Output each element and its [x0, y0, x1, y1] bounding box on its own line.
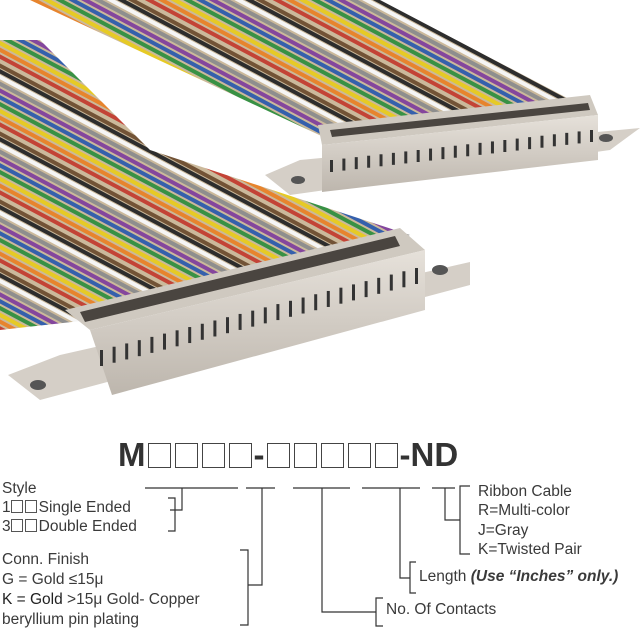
connector-slot: [188, 327, 192, 344]
connector-slot: [552, 134, 556, 147]
connector-slot: [391, 152, 395, 165]
connector-slot: [416, 150, 420, 162]
connector-slot: [352, 284, 355, 301]
connector-slot: [367, 155, 371, 168]
connector-slot: [404, 151, 408, 164]
connector-slot: [276, 304, 280, 321]
length-label: Length (Use “Inches” only.): [419, 568, 619, 585]
cable-option-r: R=Multi-color: [478, 502, 570, 519]
connector-slot: [377, 277, 381, 294]
connector-slot: [342, 158, 346, 171]
connector-slot: [490, 141, 494, 154]
connector-upper: [265, 95, 640, 195]
cable-heading: Ribbon Cable: [478, 483, 572, 500]
connector-slot: [466, 144, 470, 157]
connector-slot: [364, 281, 368, 298]
connector-slot: [590, 130, 593, 142]
connector-slot: [339, 287, 343, 304]
connector-slot: [301, 297, 305, 314]
finish-option-g: G = Gold ≤15μ: [2, 571, 104, 588]
connector-slot: [478, 142, 482, 155]
cable-option-j: J=Gray: [478, 522, 529, 539]
connector-slot: [150, 336, 154, 353]
connector-slot: [326, 290, 330, 307]
connector-slot: [515, 138, 519, 151]
connector-slot: [415, 268, 418, 284]
connector-slot: [213, 320, 217, 337]
connector-slot: [354, 157, 358, 170]
connector-slot: [528, 137, 532, 150]
diagram-leader-lines: [145, 485, 470, 627]
connector-slot: [503, 140, 507, 152]
connector-slot: [389, 274, 393, 291]
connector-slot: [163, 333, 166, 350]
part-number-template: M--ND: [118, 436, 459, 473]
connector-slot: [453, 145, 457, 158]
connector-slots: [100, 130, 593, 366]
connector-slot: [402, 271, 406, 288]
connector-slot: [263, 307, 267, 324]
connector-slot: [429, 148, 433, 161]
finish-option-k-note: beryllium pin plating: [2, 611, 139, 628]
connector-slot: [379, 154, 383, 167]
connector-slot: [112, 346, 116, 363]
finish-heading: Conn. Finish: [2, 551, 90, 568]
style-heading: Style: [2, 480, 37, 497]
connector-slot: [125, 343, 129, 360]
connector-slot: [314, 294, 318, 311]
connector-slot: [175, 330, 179, 347]
cable-option-k: K=Twisted Pair: [478, 541, 582, 558]
connector-slot: [441, 147, 445, 160]
connector-slot: [565, 132, 569, 145]
connector-slot: [238, 313, 242, 330]
connector-slot: [137, 340, 141, 357]
finish-option-k: K = Gold >15μ Gold- Copper: [2, 591, 200, 608]
connector-slot: [251, 310, 255, 327]
connector-slot: [200, 323, 204, 340]
connector-slot: [577, 131, 581, 144]
connector-slot: [289, 300, 292, 317]
connector-slot: [330, 160, 333, 172]
connector-slot: [540, 135, 544, 148]
ribbon-cable-upper: [30, 0, 590, 140]
connector-slot: [226, 317, 229, 334]
connector-slot: [100, 350, 103, 366]
contacts-label: No. Of Contacts: [386, 601, 497, 618]
